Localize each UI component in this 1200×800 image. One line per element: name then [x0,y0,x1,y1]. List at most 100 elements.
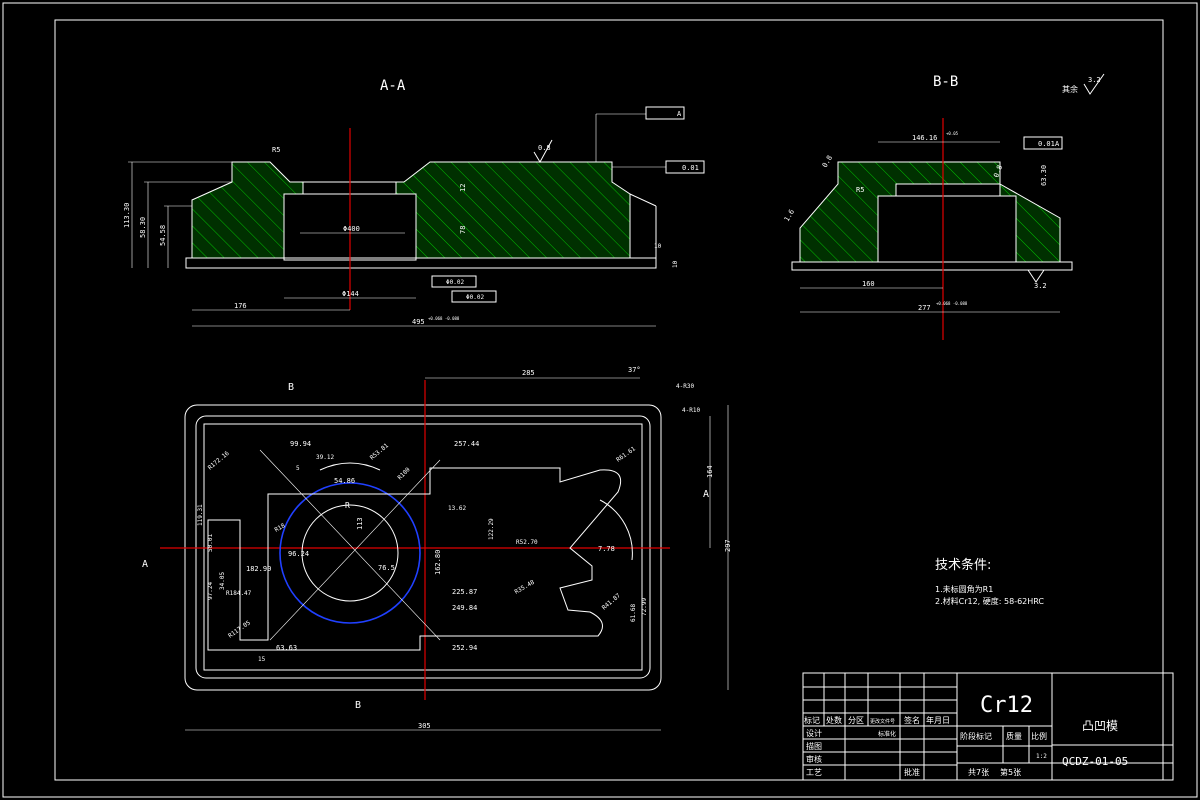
marker-a-right: A [703,489,709,500]
dim-tol277: +0.068 -0.088 [936,301,968,306]
dim-r172: R172.16 [207,450,231,472]
dim-97: 97.24 [207,582,214,600]
dim-v58: 58.30 [139,217,147,238]
dim-d400: Φ400 [343,225,360,233]
ra-symbol [533,139,553,164]
surface-note-value: 3.2 [1088,76,1101,84]
dim-249: 249.84 [452,604,477,612]
dim-122: 122.29 [488,518,495,540]
gdt-bb-datum: A [1055,140,1060,148]
ra-bb-left: 0.8 [821,154,834,169]
dim-4r10: 4-R10 [682,407,700,414]
dim-305: 305 [418,722,431,730]
dim-h63: 63.30 [1040,165,1048,186]
plan-view: B B A A R 285 37° 4-R30 4-R10 164 297 30… [142,366,732,731]
dim-257: 257.44 [454,440,479,448]
tb-header-c4: 更改文件号 [870,718,895,725]
gdt-parallel-frame [665,160,705,174]
ra-bb-bottom-symbol [1027,269,1045,283]
dim-w176: 176 [234,302,247,310]
gdt-flatness-frame [645,106,685,120]
plan-arc-right [599,499,633,561]
section-bb-view: B-B 146.16 +0.05 160 277 +0.068 -0.088 0… [783,73,1105,340]
marker-b-top: B [288,382,294,393]
title-block: 标记 处数 分区 更改文件号 签名 年月日 设计 标准化 描图 审核 工艺 批准… [802,672,1174,781]
dim-76: 76.5 [378,564,395,572]
dim-v113: 113.30 [123,203,131,228]
dim-r53: R53.81 [369,442,390,462]
dim-54: 54.86 [334,477,355,485]
plan-upper-slot [319,462,381,471]
tech-notes-heading: 技术条件: [935,557,991,573]
tb-stage-mark: 阶段标记 [960,731,992,741]
plan-center-mark: R [345,501,350,510]
dim-r41: R41.87 [601,592,622,612]
tb-header-c6: 年月日 [926,715,950,725]
gdt-position-frame-b [451,290,497,303]
marker-a-left: A [142,559,148,570]
dim-15: 15 [258,656,266,663]
dim-225: 225.87 [452,588,477,596]
surface-note-symbol [1083,73,1105,95]
dim-4r30: 4-R30 [676,383,694,390]
tb-approve: 批准 [904,767,920,777]
dim-r5: R5 [272,146,280,154]
tb-process: 工艺 [806,768,822,777]
dim-r35: R35.48 [514,579,537,596]
dim-164: 164 [706,465,714,478]
tb-scale: 比例 [1031,731,1047,741]
surface-note: 其余 [1062,84,1078,94]
dim-162: 162.80 [434,550,442,575]
dim-w146: 146.16 [912,134,937,142]
gdt-bb-flatness-frame [1023,136,1063,150]
tb-header-c5: 签名 [904,715,920,725]
section-bb-cavity [877,195,1017,263]
dim-v54: 54.58 [159,225,167,246]
tb-material: Cr12 [980,693,1033,718]
dim-h12: 12 [459,184,467,192]
gdt-position-frame-a [431,275,477,288]
dim-72: 72.99 [641,598,648,616]
tb-weight: 质量 [1006,731,1022,741]
tb-part-name: 凸凹模 [1082,719,1118,733]
gdt-flatness-datum: A [677,110,682,118]
plan-punch-profile [207,467,622,651]
tech-note-2: 2.材料Cr12, 硬度: 58-62HRC [935,596,1044,606]
dim-39: 39.12 [316,454,334,461]
dim-297: 297 [724,539,732,552]
tech-notes: 技术条件: 1.未标圆角为R1 2.材料Cr12, 硬度: 58-62HRC [935,557,1044,606]
section-bb-title: B-B [933,74,958,90]
marker-b-bottom: B [355,700,361,711]
tb-standardize: 标准化 [878,730,896,738]
gdt-position-a: Φ0.02 [446,279,464,286]
dim-63: 63.63 [276,644,297,652]
dim-252: 252.94 [452,644,477,652]
dim-50: 50.01 [207,534,214,552]
tb-header-c3: 分区 [848,716,864,725]
center-leader [269,459,441,641]
dim-h10a: 10 [654,243,662,250]
tb-header-c1: 标记 [804,715,820,725]
tb-scale-value: 1:2 [1036,753,1047,760]
dim-w277: 277 [918,304,931,312]
dim-w495: 495 [412,318,425,326]
gdt-parallel-value: 0.01 [682,164,699,172]
tb-sheet-no: 第5张 [1000,767,1021,777]
dim-113: 113 [356,517,364,530]
ra-bb-mid: 0.8 [992,164,1004,179]
plan-inner [195,415,651,679]
dim-5: 5 [296,465,300,472]
ra-bb-bottom: 3.2 [1034,282,1047,290]
dim-r61: R61.61 [615,445,637,463]
dim-tol495: +0.068 -0.088 [428,316,460,321]
dim-61: 61.68 [630,604,637,622]
ra-bb-side: 1.6 [783,208,796,223]
dim-13: 13.62 [448,505,466,512]
section-aa-right-step [629,193,657,207]
inner-frame [54,19,1164,781]
ra-top: 0.8 [538,144,551,152]
dim-96: 96.24 [288,550,309,558]
section-aa-base [185,257,657,269]
plan-main-circle [279,482,421,624]
